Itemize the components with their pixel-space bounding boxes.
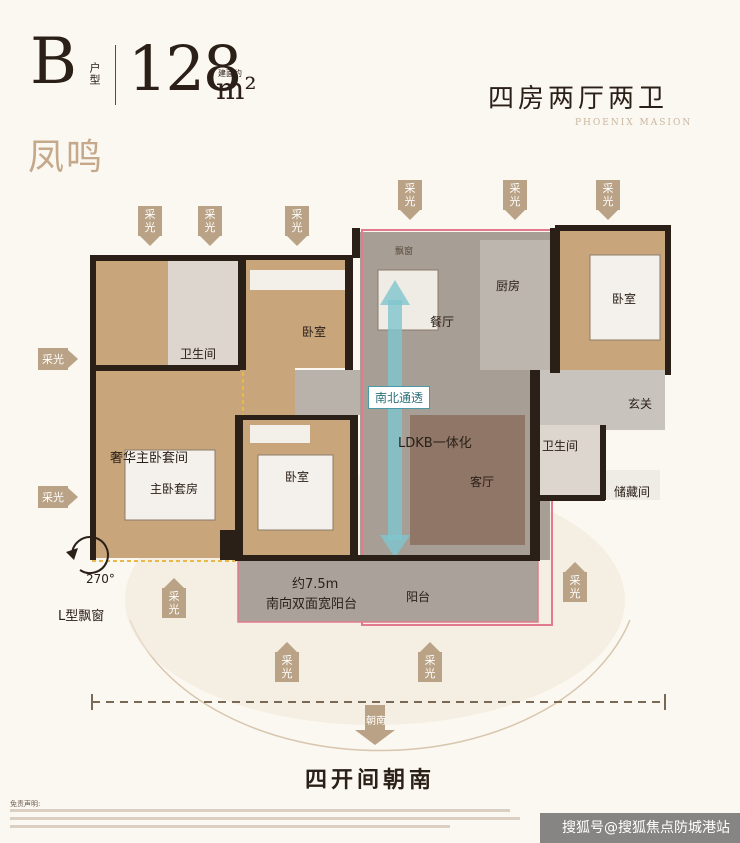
corridor-floor bbox=[295, 370, 360, 415]
label-dining: 餐厅 bbox=[430, 315, 455, 329]
label-balcony: 阳台 bbox=[406, 590, 431, 604]
north-south-badge: 南北通透 bbox=[368, 386, 431, 409]
foyer-floor bbox=[540, 370, 665, 430]
daylight-tag-2: 采光 bbox=[198, 206, 222, 246]
balcony-width: 约7.5m bbox=[292, 577, 339, 592]
label-living: 客厅 bbox=[470, 475, 495, 489]
daylight-tag-11: 采光 bbox=[418, 642, 442, 682]
brand-name-en: PHOENIX MASION bbox=[575, 118, 693, 128]
living-rug bbox=[410, 415, 525, 545]
unit-type-letter: B bbox=[30, 25, 78, 99]
label-master-bath: 卫生间 bbox=[180, 347, 217, 361]
orientation-arc bbox=[129, 619, 631, 752]
label-master-bedroom: 主卧套房 bbox=[150, 482, 199, 496]
footer-title: 四开间朝南 bbox=[305, 768, 436, 793]
area-note: 建面约 bbox=[218, 69, 242, 78]
balcony-description: 南向双面宽阳台 bbox=[266, 597, 358, 612]
disclaimer-body bbox=[10, 809, 530, 828]
label-master-suite: 奢华主卧套间 bbox=[110, 451, 189, 466]
daylight-tag-12: 采光 bbox=[563, 562, 587, 602]
label-guest-bath: 卫生间 bbox=[542, 439, 579, 453]
daylight-tag-6: 采光 bbox=[596, 180, 620, 220]
label-ldkb: LDKB一体化 bbox=[398, 436, 472, 451]
kitchen-floor bbox=[480, 240, 550, 370]
daylight-tag-7: 采光 bbox=[38, 348, 78, 370]
daylight-tag-8: 采光 bbox=[38, 486, 78, 508]
daylight-tag-10: 采光 bbox=[275, 642, 299, 682]
label-kitchen: 厨房 bbox=[496, 279, 521, 293]
daylight-tag-1: 采光 bbox=[138, 206, 162, 246]
daylight-tag-4: 采光 bbox=[398, 180, 422, 220]
label-bedroom-bottom: 卧室 bbox=[285, 470, 310, 484]
north-south-arrow-shaft bbox=[388, 300, 402, 540]
l-window-label: L型飘窗 bbox=[58, 609, 105, 624]
layout-title: 四房两厅两卫 bbox=[488, 84, 669, 114]
unit-type-label: 户型 bbox=[88, 62, 101, 86]
balcony-floor bbox=[238, 560, 538, 622]
label-storage: 储藏间 bbox=[614, 485, 651, 499]
label-bay-window-top: 飘窗 bbox=[395, 247, 414, 257]
label-foyer: 玄关 bbox=[628, 397, 653, 411]
area-unit: m² bbox=[216, 72, 257, 107]
watermark-bar bbox=[540, 813, 740, 843]
daylight-tag-3: 采光 bbox=[285, 206, 309, 246]
brand-name-cn: 凤鸣 bbox=[28, 137, 105, 178]
south-marker: 朝南 bbox=[366, 716, 386, 727]
label-bedroom-right: 卧室 bbox=[612, 292, 637, 306]
watermark-text: 搜狐号@搜狐焦点防城港站 bbox=[562, 820, 730, 836]
guest-bath-floor bbox=[540, 425, 605, 495]
header-divider bbox=[115, 45, 116, 105]
disclaimer-heading: 免责声明: bbox=[10, 800, 41, 808]
daylight-tag-5: 采光 bbox=[503, 180, 527, 220]
master-bath-floor bbox=[168, 260, 238, 365]
area-value: 128 bbox=[128, 32, 242, 105]
daylight-tag-9: 采光 bbox=[162, 578, 186, 618]
label-bedroom-top: 卧室 bbox=[302, 325, 327, 339]
l-window-angle: 270° bbox=[86, 572, 115, 586]
